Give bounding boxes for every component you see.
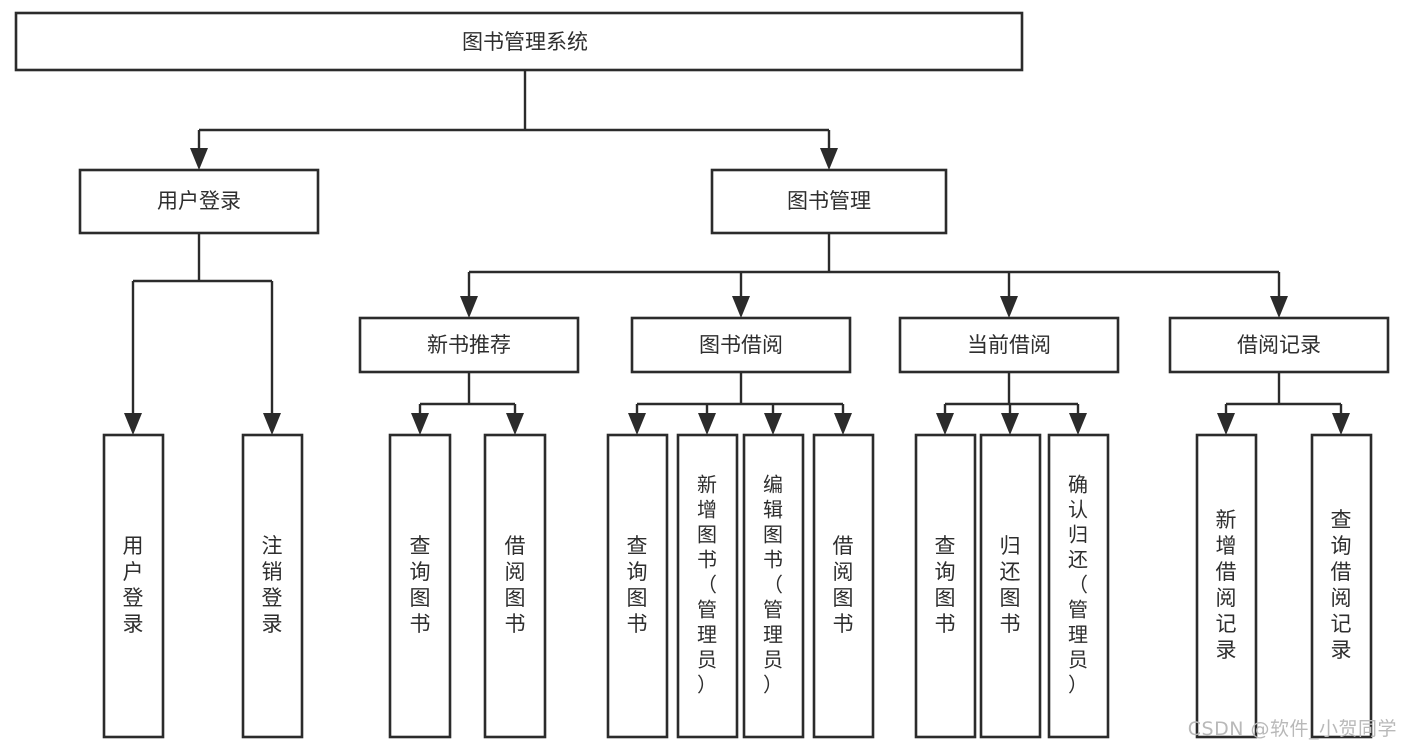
leaf-book-borrow-3-label: 编辑图书（管理员）	[763, 473, 783, 697]
arrow-to-book-borrow	[732, 296, 750, 318]
leaf-book-borrow-4-box[interactable]	[812, 433, 875, 739]
leaf-borrow-record-2[interactable]: 查询借阅记录	[1310, 433, 1373, 739]
node-user-login-box[interactable]	[78, 168, 320, 235]
leaf-user-login-1-label: 用户登录	[123, 534, 144, 636]
leaf-new-book-1[interactable]: 查询图书	[388, 433, 452, 739]
arrow-borrow-record-leaf-2	[1332, 413, 1350, 435]
leaf-current-borrow-3-label: 确认归还（管理员）	[1068, 473, 1088, 697]
arrow-to-borrow-record	[1270, 296, 1288, 318]
csdn-watermark: CSDN @软件_小贺同学	[1187, 718, 1397, 740]
node-new-book-box[interactable]	[358, 316, 580, 374]
leaf-book-borrow-1-box[interactable]	[606, 433, 669, 739]
leaf-book-borrow-4[interactable]: 借阅图书	[812, 433, 875, 739]
connector-layer	[124, 70, 1350, 435]
arrow-root-to-user-login	[190, 148, 208, 170]
node-new-book[interactable]: 新书推荐	[358, 316, 580, 374]
leaf-book-borrow-2-label: 新增图书（管理员）	[697, 473, 717, 697]
leaf-book-borrow-3[interactable]: 编辑图书（管理员）	[742, 433, 805, 739]
leaf-new-book-2-box[interactable]	[483, 433, 547, 739]
node-root[interactable]: 图书管理系统	[14, 11, 1024, 72]
arrow-current-borrow-leaf-2	[1001, 413, 1019, 435]
node-user-login-label: 用户登录	[157, 189, 241, 213]
leaf-current-borrow-3-box[interactable]	[1047, 433, 1110, 739]
leaf-user-login-2-box[interactable]	[241, 433, 304, 739]
leaf-new-book-2[interactable]: 借阅图书	[483, 433, 547, 739]
leaf-current-borrow-2-label: 归还图书	[1000, 534, 1021, 636]
node-root-box[interactable]	[14, 11, 1024, 72]
arrow-borrow-record-leaf-1	[1217, 413, 1235, 435]
leaf-current-borrow-2-box[interactable]	[979, 433, 1042, 739]
arrow-user-login-leaf-1	[124, 413, 142, 435]
leaf-book-borrow-1[interactable]: 查询图书	[606, 433, 669, 739]
arrow-book-borrow-leaf-4	[834, 413, 852, 435]
leaf-new-book-2-label: 借阅图书	[505, 534, 526, 636]
node-borrow-record[interactable]: 借阅记录	[1168, 316, 1390, 374]
arrow-current-borrow-leaf-1	[936, 413, 954, 435]
arrow-book-borrow-leaf-3	[764, 413, 782, 435]
leaf-current-borrow-1-box[interactable]	[914, 433, 977, 739]
arrow-new-book-leaf-2	[506, 413, 524, 435]
node-current-borrow-box[interactable]	[898, 316, 1120, 374]
leaf-borrow-record-2-label: 查询借阅记录	[1331, 508, 1352, 662]
leaf-user-login-1[interactable]: 用户登录	[102, 433, 165, 739]
leaf-user-login-2[interactable]: 注销登录	[241, 433, 304, 739]
leaf-borrow-record-1[interactable]: 新增借阅记录	[1195, 433, 1258, 739]
node-current-borrow[interactable]: 当前借阅	[898, 316, 1120, 374]
node-borrow-record-box[interactable]	[1168, 316, 1390, 374]
leaf-book-borrow-2-box[interactable]	[676, 433, 739, 739]
node-book-borrow-label: 图书借阅	[699, 333, 783, 357]
arrow-current-borrow-leaf-3	[1069, 413, 1087, 435]
leaf-book-borrow-2[interactable]: 新增图书（管理员）	[676, 433, 739, 739]
leaf-borrow-record-1-box[interactable]	[1195, 433, 1258, 739]
arrow-to-current-borrow	[1000, 296, 1018, 318]
node-book-manage-label: 图书管理	[787, 189, 871, 213]
leaf-borrow-record-1-label: 新增借阅记录	[1216, 508, 1237, 662]
node-book-borrow-box[interactable]	[630, 316, 852, 374]
node-current-borrow-label: 当前借阅	[967, 333, 1051, 357]
arrow-root-to-book-manage	[820, 148, 838, 170]
node-root-label: 图书管理系统	[462, 30, 588, 54]
node-borrow-record-label: 借阅记录	[1237, 333, 1321, 357]
leaf-current-borrow-1-label: 查询图书	[935, 534, 956, 636]
leaf-book-borrow-1-label: 查询图书	[627, 534, 648, 636]
leaf-current-borrow-3[interactable]: 确认归还（管理员）	[1047, 433, 1110, 739]
leaf-current-borrow-2[interactable]: 归还图书	[979, 433, 1042, 739]
leaf-current-borrow-1[interactable]: 查询图书	[914, 433, 977, 739]
leaf-borrow-record-2-box[interactable]	[1310, 433, 1373, 739]
leaf-book-borrow-3-box[interactable]	[742, 433, 805, 739]
node-book-manage-box[interactable]	[710, 168, 948, 235]
node-book-manage[interactable]: 图书管理	[710, 168, 948, 235]
leaf-user-login-2-label: 注销登录	[262, 534, 283, 636]
arrow-user-login-leaf-2	[263, 413, 281, 435]
leaf-book-borrow-4-label: 借阅图书	[833, 534, 854, 636]
leaf-new-book-1-box[interactable]	[388, 433, 452, 739]
arrow-book-borrow-leaf-2	[698, 413, 716, 435]
arrow-to-new-book	[460, 296, 478, 318]
arrow-new-book-leaf-1	[411, 413, 429, 435]
leaf-new-book-1-label: 查询图书	[410, 534, 431, 636]
node-book-borrow[interactable]: 图书借阅	[630, 316, 852, 374]
leaf-user-login-1-box[interactable]	[102, 433, 165, 739]
arrow-book-borrow-leaf-1	[628, 413, 646, 435]
node-user-login[interactable]: 用户登录	[78, 168, 320, 235]
node-new-book-label: 新书推荐	[427, 333, 511, 357]
